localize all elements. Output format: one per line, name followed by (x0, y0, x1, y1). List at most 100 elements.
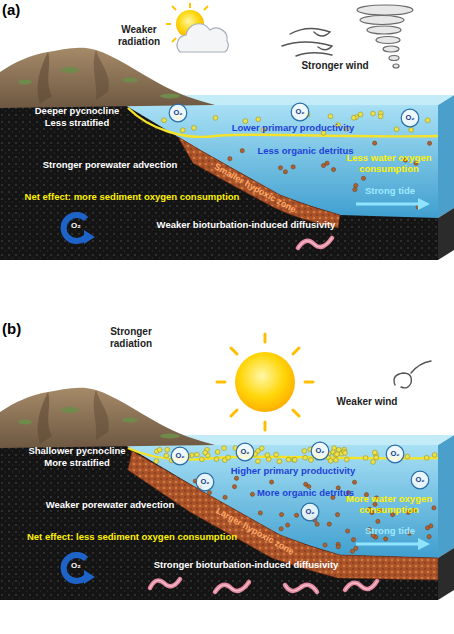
wind-lines (282, 42, 332, 50)
strong-sun (264, 422, 267, 430)
oxygen-text: O₂ (410, 470, 430, 490)
strong-sun (231, 410, 237, 416)
phytoplankton-dot (358, 112, 363, 117)
worm-highlight (150, 579, 180, 588)
detritus-dot (279, 513, 283, 517)
phytoplankton-dot (328, 458, 333, 463)
weak-sun (189, 3, 191, 8)
worm-highlight (215, 582, 249, 592)
phytoplankton-dot (266, 457, 271, 462)
phytoplankton-dot (328, 114, 333, 119)
detritus-dot (429, 524, 433, 528)
oxygen-label: O₂ (64, 561, 88, 570)
phytoplankton-dot (256, 459, 261, 464)
process-label: Higher primary productivity (208, 466, 378, 477)
detritus-dot (323, 543, 327, 547)
phytoplankton-dot (425, 118, 430, 123)
detritus-dot (285, 523, 289, 527)
detritus-dot (335, 513, 339, 517)
phytoplankton-dot (378, 114, 383, 119)
tide-arrow (418, 198, 430, 210)
oxygen-bubble: O₂ (385, 444, 405, 464)
detritus-dot (427, 141, 431, 145)
strong-sun (217, 334, 313, 430)
wind-lines (290, 28, 330, 36)
net-effect-label: Net effect: more sediment oxygen consump… (12, 192, 252, 203)
strong-sun (264, 334, 267, 342)
weak-sun (166, 23, 171, 25)
detritus-dot (234, 476, 238, 480)
porewater-arrow (64, 215, 86, 581)
phytoplankton-dot (309, 458, 314, 463)
detritus-dot (354, 546, 358, 550)
worm (215, 582, 249, 592)
detritus-dot (352, 480, 356, 484)
oxygen-text: O₂ (235, 442, 255, 462)
cloud (177, 24, 228, 52)
phytoplankton-dot (164, 453, 169, 458)
wind-lines (282, 28, 332, 56)
detritus-dot (353, 187, 357, 191)
oxygen-label: O₂ (64, 221, 88, 230)
tide-arrow (356, 203, 420, 206)
phytoplankton-dot (363, 456, 368, 461)
detritus-dot (279, 527, 283, 531)
panel-b-block (0, 388, 454, 600)
tide-label: Strong tide (350, 526, 430, 537)
phytoplankton-dot (371, 111, 376, 116)
detritus-dot (351, 538, 355, 542)
phytoplankton-dot (302, 449, 307, 454)
tornado (389, 56, 399, 61)
detritus-dot (373, 141, 377, 145)
porewater-arrow-head (84, 230, 95, 584)
detritus-dot (291, 165, 295, 169)
wind-lines (296, 53, 332, 56)
strong-sun (305, 381, 313, 384)
detritus-dot (223, 495, 227, 499)
detritus-dot (376, 519, 380, 523)
oxygen-text: O₂ (290, 102, 310, 122)
strong-sun (293, 410, 299, 416)
panel-b-block (0, 388, 454, 600)
phytoplankton-dot (286, 457, 291, 462)
worm (298, 238, 332, 248)
panel-a-block (0, 48, 454, 260)
tornado (367, 26, 401, 34)
process-label: Less water oxygen consumption (338, 153, 440, 175)
detritus-dot (325, 161, 329, 165)
detritus-dot (269, 480, 273, 484)
process-label: More water oxygen consumption (338, 494, 440, 516)
detritus-dot (283, 170, 287, 174)
tornado (393, 64, 399, 68)
panel-tag: (b) (2, 320, 32, 337)
hypoxic-label: Smaller hypoxic zone (200, 154, 310, 221)
phytoplankton-dot (371, 460, 376, 465)
worm (345, 581, 377, 590)
phytoplankton-dot (394, 127, 399, 132)
oxygen-text: O₂ (300, 502, 320, 522)
detritus-dot (354, 183, 358, 187)
weak-sun (172, 6, 176, 10)
detritus-dot (361, 176, 365, 180)
process-label: Weaker bioturbation-induced diffusivity (96, 220, 396, 231)
panel-tag: (a) (2, 1, 32, 18)
stratification-label: Shallower pycnocline (22, 446, 132, 457)
phytoplankton-dot (409, 127, 414, 132)
phytoplankton-dot (292, 457, 297, 462)
weak-wind-swirl (394, 361, 431, 388)
hypoxic-label: Larger hypoxic zone (200, 497, 310, 564)
phytoplankton-dot (343, 451, 348, 456)
process-label: Stronger porewater advection (28, 160, 192, 171)
cloud (177, 24, 228, 52)
phytoplankton-dot (215, 450, 220, 455)
oxygen-bubble: O₂ (235, 442, 255, 462)
phytoplankton-dot (195, 452, 200, 457)
detritus-dot (232, 485, 236, 489)
particle-dots (154, 111, 437, 554)
strong-sun (231, 348, 237, 354)
detritus-dot (384, 537, 388, 541)
phytoplankton-dot (335, 452, 340, 457)
tornado (357, 5, 413, 15)
phytoplankton-dot (374, 455, 379, 460)
